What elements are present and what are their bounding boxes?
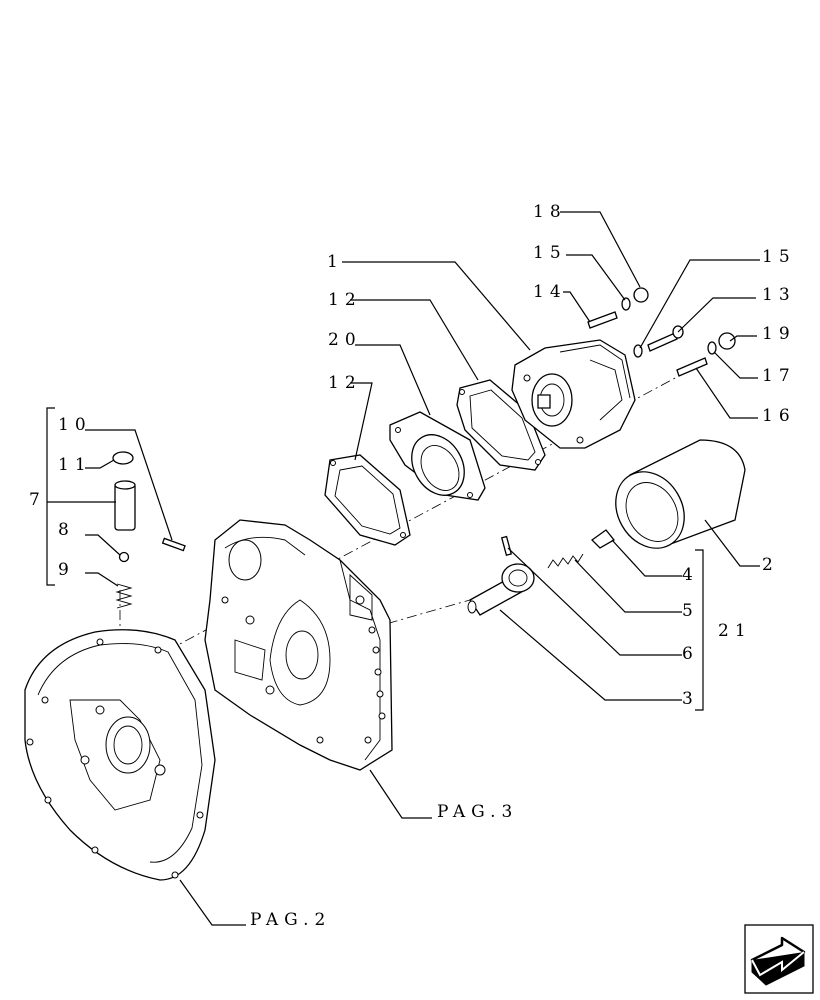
callout-labels: 1 12 20 12 18 15 14 15 13 19 17 16 2 4 5… <box>29 202 796 930</box>
bracket-group-7-11 <box>46 407 55 586</box>
callout-17: 17 <box>762 366 796 386</box>
pin-10 <box>161 537 186 552</box>
adapter-plate-20 <box>389 411 486 501</box>
transmission-cover <box>204 519 393 771</box>
bell-housing <box>24 629 216 881</box>
page-ref-pag3: PAG.3 <box>437 802 518 822</box>
screw-13 <box>647 325 684 352</box>
callout-20: 20 <box>328 330 362 350</box>
callout-15-right: 15 <box>762 247 796 267</box>
plug-4 <box>590 529 615 549</box>
callout-4: 4 <box>682 565 699 585</box>
shaft-3 <box>467 563 535 616</box>
callout-12-lower: 12 <box>328 373 362 393</box>
callout-5: 5 <box>682 601 699 621</box>
plunger-7 <box>114 480 136 531</box>
callout-21: 21 <box>718 621 752 641</box>
oring-11 <box>112 451 134 465</box>
callout-9: 9 <box>58 560 75 580</box>
callout-18: 18 <box>533 202 567 222</box>
pin-6 <box>500 535 513 557</box>
hydraulic-pump-1 <box>511 339 636 449</box>
callout-2: 2 <box>762 555 779 575</box>
page-ref-pag2: PAG.2 <box>250 910 331 930</box>
washer-15-upper <box>621 297 631 311</box>
nut-18 <box>633 287 649 303</box>
callout-16: 16 <box>762 406 796 426</box>
callout-15-upper: 15 <box>533 243 567 263</box>
stud-16 <box>676 357 708 377</box>
stud-14 <box>587 311 618 329</box>
spring-5 <box>547 553 584 569</box>
callout-14: 14 <box>533 282 567 302</box>
callout-10: 10 <box>58 415 92 435</box>
callout-3: 3 <box>682 689 699 709</box>
spring-9 <box>115 583 133 609</box>
callout-11: 11 <box>58 455 92 475</box>
callout-13: 13 <box>762 285 796 305</box>
leader-lines <box>47 211 760 926</box>
gasket-12-upper <box>456 379 546 471</box>
bracket-group-21 <box>695 549 704 711</box>
callout-6: 6 <box>682 644 699 664</box>
ball-8 <box>118 551 130 563</box>
callout-12-upper: 12 <box>328 290 362 310</box>
nut-19 <box>718 332 736 350</box>
callout-8: 8 <box>58 520 75 540</box>
washer-17 <box>707 341 717 355</box>
callout-7: 7 <box>29 490 46 510</box>
callout-19: 19 <box>762 324 796 344</box>
callout-1: 1 <box>327 252 344 272</box>
next-page-arrow-icon[interactable] <box>744 924 814 994</box>
gasket-12-lower <box>324 454 411 546</box>
filter-cartridge-2 <box>615 439 746 549</box>
